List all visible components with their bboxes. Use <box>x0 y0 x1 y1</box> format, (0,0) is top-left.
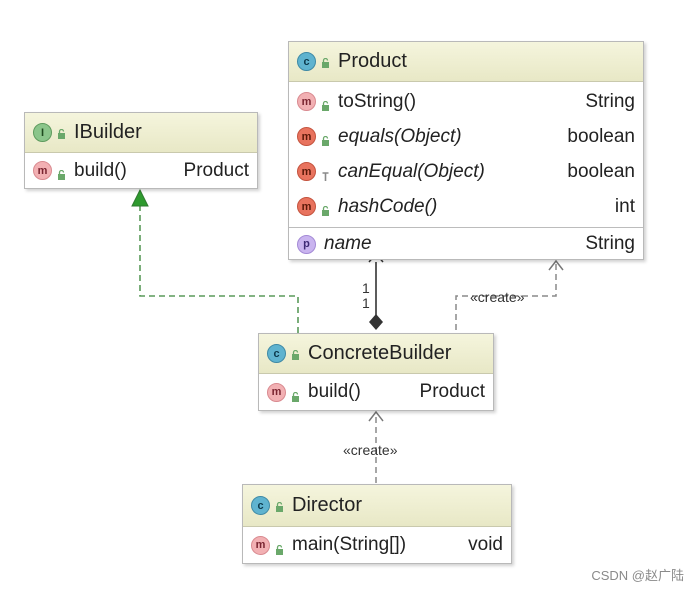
product-class[interactable]: c Product m toString() String m equals(O… <box>288 41 644 260</box>
public-visibility-icon <box>57 165 66 180</box>
public-visibility-icon <box>321 131 330 146</box>
concretebuilder-method-build[interactable]: m build() Product <box>259 374 493 410</box>
method-name: main(String[]) <box>292 534 407 555</box>
method-return-type: Product <box>183 159 249 181</box>
members-separator <box>289 227 643 228</box>
abstract-method-icon: m <box>297 197 316 216</box>
method-icon: m <box>297 92 316 111</box>
create-builder-relation <box>368 410 384 483</box>
watermark: CSDN @赵广陆 <box>591 568 684 583</box>
public-visibility-icon <box>291 387 300 402</box>
create-builder-label: «create» <box>343 442 398 458</box>
aggregation-relation <box>368 252 384 330</box>
product-method-hashcode[interactable]: m hashCode() int <box>289 189 643 224</box>
protected-visibility-icon <box>321 166 330 181</box>
property-icon: p <box>297 234 316 254</box>
implements-relation <box>131 188 299 333</box>
multiplicity-product-end: 1 <box>362 280 370 296</box>
class-icon: c <box>297 52 316 71</box>
public-visibility-icon <box>321 56 330 68</box>
public-visibility-icon <box>275 500 284 512</box>
static-method-icon: m <box>251 535 270 555</box>
product-class-name: Product <box>338 50 407 72</box>
method-name: hashCode() <box>338 195 438 217</box>
public-visibility-icon <box>57 127 66 139</box>
ibuilder-interface-header[interactable]: I IBuilder <box>25 113 257 153</box>
concretebuilder-class-name: ConcreteBuilder <box>308 342 452 364</box>
abstract-method-icon: m <box>297 127 316 146</box>
method-return-type: int <box>614 195 635 217</box>
ibuilder-method-build[interactable]: m build() Product <box>25 153 257 188</box>
field-type: String <box>585 233 635 254</box>
concretebuilder-class[interactable]: c ConcreteBuilder m build() Product <box>258 333 494 411</box>
create-product-label: «create» <box>470 289 525 305</box>
method-name: toString() <box>338 90 417 112</box>
create-product-relation <box>455 259 564 330</box>
director-method-main[interactable]: m main(String[]) void <box>243 527 511 563</box>
multiplicity-builder-end: 1 <box>362 295 370 311</box>
public-visibility-icon <box>321 201 330 216</box>
director-class[interactable]: c Director m main(String[]) void <box>242 484 512 564</box>
product-method-tostring[interactable]: m toString() String <box>289 84 643 119</box>
ibuilder-interface[interactable]: I IBuilder m build() Product <box>24 112 258 189</box>
concretebuilder-class-header[interactable]: c ConcreteBuilder <box>259 334 493 374</box>
director-class-header[interactable]: c Director <box>243 485 511 527</box>
class-icon: c <box>267 344 286 363</box>
public-visibility-icon <box>291 348 300 360</box>
public-visibility-icon <box>321 96 330 111</box>
method-name: build() <box>308 381 361 402</box>
method-return-type: boolean <box>567 125 635 147</box>
product-class-header[interactable]: c Product <box>289 42 643 82</box>
public-visibility-icon <box>275 540 284 555</box>
class-icon: c <box>251 496 270 515</box>
ibuilder-interface-name: IBuilder <box>74 121 142 143</box>
method-icon: m <box>33 161 52 180</box>
method-return-type: String <box>585 90 635 112</box>
product-field-name[interactable]: p name String <box>289 228 643 260</box>
director-class-name: Director <box>292 494 363 516</box>
method-name: build() <box>74 159 127 181</box>
field-name: name <box>324 233 372 254</box>
method-name: equals(Object) <box>338 125 462 147</box>
interface-icon: I <box>33 123 52 142</box>
product-method-canequal[interactable]: m canEqual(Object) boolean <box>289 154 643 189</box>
method-return-type: void <box>468 534 503 555</box>
product-method-equals[interactable]: m equals(Object) boolean <box>289 119 643 154</box>
abstract-method-icon: m <box>297 162 316 181</box>
method-return-type: Product <box>419 381 485 402</box>
method-return-type: boolean <box>567 160 635 182</box>
method-name: canEqual(Object) <box>338 160 485 182</box>
method-icon: m <box>267 382 286 402</box>
